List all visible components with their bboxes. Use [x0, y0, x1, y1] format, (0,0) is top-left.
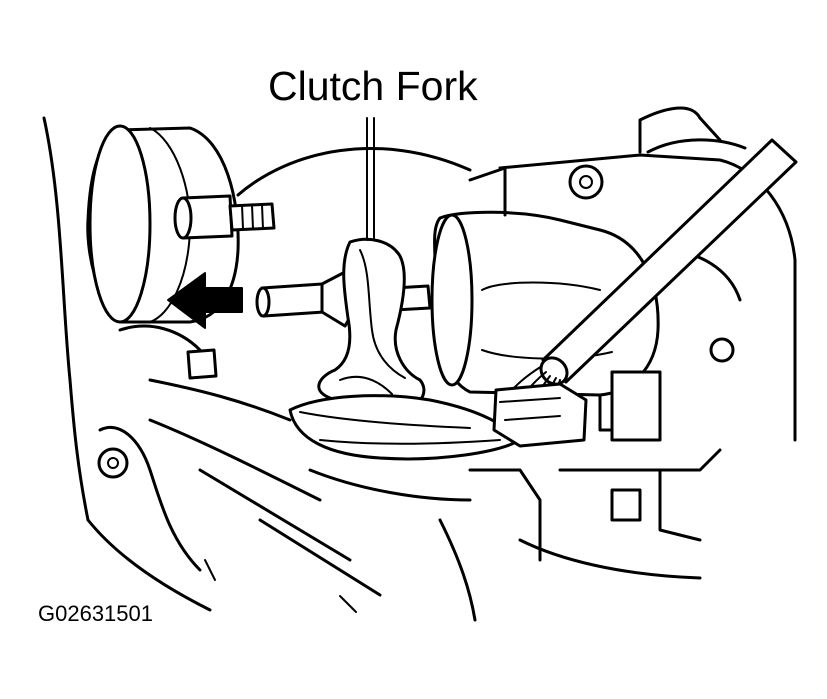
release-bearing [492, 382, 588, 448]
callout-leader [366, 117, 375, 241]
transmission-housing-right [430, 106, 797, 442]
callout-label: Clutch Fork [268, 63, 478, 109]
bolt-head [186, 348, 218, 380]
arrow-left-icon [167, 272, 243, 329]
clutch-fork [288, 237, 522, 461]
push-rod-threaded [173, 194, 276, 240]
figure-id: G02631501 [38, 601, 153, 626]
lower-casting [118, 324, 722, 622]
transmission-housing-left [42, 116, 212, 612]
bellhousing-arc [236, 147, 472, 197]
